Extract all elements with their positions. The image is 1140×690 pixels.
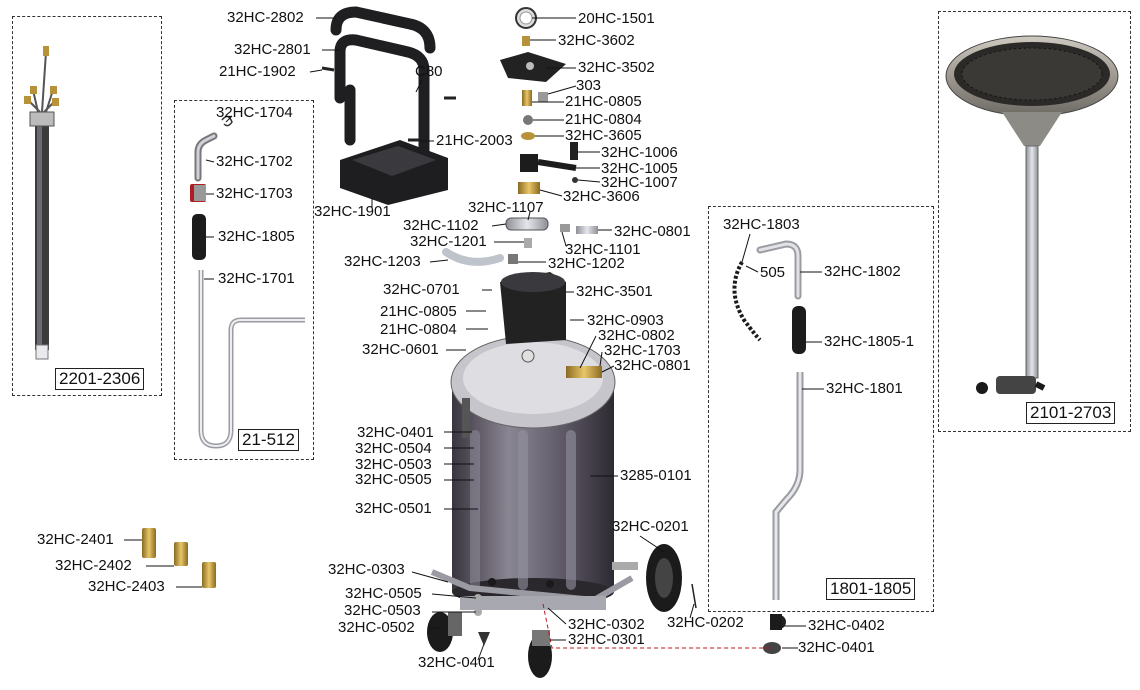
part-label: 32HC-0505 (355, 471, 432, 488)
part-label: 32HC-0202 (667, 614, 744, 631)
part-label: 32HC-0503 (344, 602, 421, 619)
kit-box-2201-2306 (12, 16, 162, 396)
fittings-drawing (442, 217, 598, 266)
part-label: 32HC-0502 (338, 619, 415, 636)
part-label: 32HC-1007 (601, 174, 678, 191)
handle-drawing (321, 6, 456, 205)
part-label: 21HC-0804 (565, 111, 642, 128)
kit-label-1801-1805: 1801-1805 (826, 578, 916, 600)
part-label: 20HC-1501 (578, 10, 655, 27)
part-label: 21HC-2003 (436, 132, 513, 149)
tank-drawing (430, 272, 638, 610)
part-label: 32HC-0504 (355, 440, 432, 457)
part-label: 32HC-1006 (601, 144, 678, 161)
part-label: 32HC-1704 (216, 104, 293, 121)
drain-tube-kit-drawing (732, 240, 806, 600)
red-dashed-connector (542, 603, 770, 649)
part-label: 21HC-0805 (565, 93, 642, 110)
part-label: 505 (760, 264, 786, 281)
leader-lines (124, 17, 824, 661)
part-label: 303 (576, 77, 602, 94)
sight-tube-kit-drawing (190, 115, 305, 449)
kit-label-2101-2703: 2101-2703 (1026, 402, 1116, 424)
part-label: 32HC-2802 (227, 9, 304, 26)
part-label: 32HC-0303 (328, 561, 405, 578)
part-label: 32HC-1005 (601, 160, 678, 177)
part-label: 32HC-1203 (344, 253, 421, 270)
part-label: 32HC-0302 (568, 616, 645, 633)
part-label: 32HC-0201 (612, 518, 689, 535)
adapters-drawing (142, 528, 216, 588)
part-label: 32HC-3606 (563, 188, 640, 205)
part-label: 32HC-0801 (614, 357, 691, 374)
part-label: 32HC-0802 (598, 327, 675, 344)
part-label: 21HC-1902 (219, 63, 296, 80)
caster-drawing (427, 594, 786, 678)
part-label: 32HC-1202 (548, 255, 625, 272)
part-label: 21HC-0804 (380, 321, 457, 338)
part-label: 32HC-0701 (383, 281, 460, 298)
part-label: 32HC-0401 (418, 654, 495, 671)
part-label: 32HC-3502 (578, 59, 655, 76)
part-label: 32HC-3501 (576, 283, 653, 300)
part-label: 32HC-0301 (568, 631, 645, 648)
part-label: 32HC-1703 (216, 185, 293, 202)
part-label: 32HC-2402 (55, 557, 132, 574)
part-label: 32HC-0501 (355, 500, 432, 517)
part-label: 32HC-3602 (558, 32, 635, 49)
part-label: 32HC-1703 (604, 342, 681, 359)
part-label: 21HC-0805 (380, 303, 457, 320)
part-label: 32HC-0903 (587, 312, 664, 329)
part-label: 32HC-1901 (314, 203, 391, 220)
drain-pan-kit-drawing (945, 35, 1119, 394)
part-label: 32HC-0601 (362, 341, 439, 358)
part-label: 32HC-1805 (218, 228, 295, 245)
part-label: 32HC-1801 (826, 380, 903, 397)
part-label: 32HC-1803 (723, 216, 800, 233)
wheel-drawing (646, 544, 697, 612)
part-label: 32HC-1201 (410, 233, 487, 250)
kit-box-21-512 (174, 100, 314, 460)
part-label: 32HC-3605 (565, 127, 642, 144)
part-label: 32HC-0401 (357, 424, 434, 441)
kit-label-2201-2306: 2201-2306 (55, 368, 145, 390)
part-label: 32HC-1805-1 (824, 333, 915, 350)
part-label: 32HC-2801 (234, 41, 311, 58)
kit-label-21-512: 21-512 (238, 429, 299, 451)
part-label: 32HC-1701 (218, 270, 295, 287)
part-label: 32HC-1702 (216, 153, 293, 170)
part-label: C80 (415, 63, 443, 80)
part-label: 32HC-0402 (808, 617, 885, 634)
probe-kit-drawing (24, 46, 59, 360)
gauge-stack-drawing (500, 7, 578, 194)
part-label: 3285-0101 (620, 467, 692, 484)
part-label: 32HC-1101 (565, 241, 641, 258)
part-label: 32HC-0503 (355, 456, 432, 473)
part-label: 32HC-1102 (403, 217, 479, 234)
kit-box-2101-2703 (938, 11, 1131, 432)
part-label: 32HC-0401 (798, 639, 875, 656)
part-label: 32HC-1107 (468, 199, 544, 216)
part-label: 32HC-2403 (88, 578, 165, 595)
part-label: 32HC-1802 (824, 263, 901, 280)
kit-box-1801-1805 (708, 206, 934, 612)
part-label: 32HC-0801 (614, 223, 691, 240)
part-label: 32HC-0505 (345, 585, 422, 602)
part-label: 32HC-2401 (37, 531, 114, 548)
